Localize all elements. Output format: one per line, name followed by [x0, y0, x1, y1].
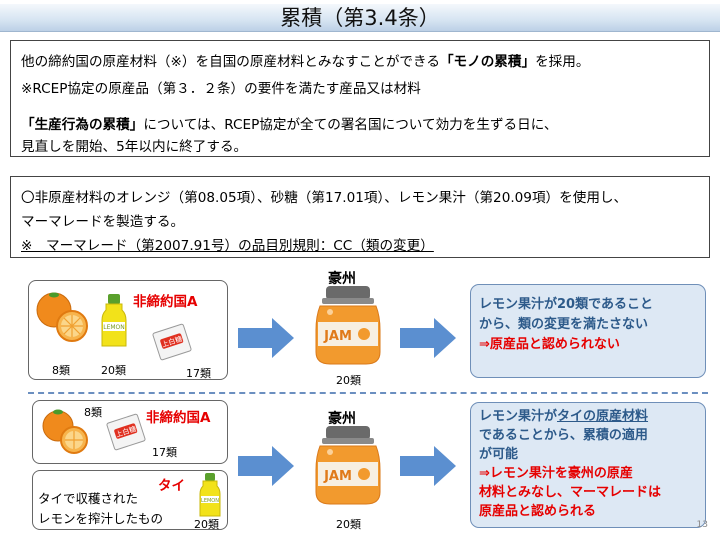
case1-arrow-right — [400, 318, 456, 358]
case2-sugar-code: 17類 — [152, 446, 177, 459]
case1-party-label: 非締約国A — [133, 294, 198, 310]
production-cumulation-term: 「生産行為の累積」 — [21, 117, 144, 133]
intro-line-2: ※RCEP協定の原産品（第３．２条）の要件を満たす産品又は材料 — [21, 81, 421, 97]
lemon-tag: LEMON — [103, 324, 125, 331]
case2-arrow-right — [400, 446, 456, 486]
sugar-icon: 上白糖 — [152, 323, 192, 361]
intro-line-1-text: 他の締約国の原産材料（※）を自国の原産材料とみなすことができる — [21, 54, 440, 70]
case1-lemon-code: 20類 — [101, 364, 126, 377]
page-number: 13 — [696, 520, 708, 530]
case1-result-line-2: から、類の変更を満たさない — [479, 317, 649, 332]
case2-thai-label: タイ — [158, 478, 185, 494]
case2-result-line-4: ⇒レモン果汁を豪州の原産 — [479, 466, 633, 481]
case2-orange-code: 8類 — [84, 406, 102, 419]
case2-result-line-1-text: レモン果汁が — [479, 409, 558, 424]
intro-line-1: 他の締約国の原産材料（※）を自国の原産材料とみなすことができる「モノの累積」を採… — [21, 50, 589, 70]
case1-orange-code: 8類 — [52, 364, 70, 377]
case2-party-label: 非締約国A — [146, 410, 211, 426]
goods-cumulation-term: 「モノの累積」 — [439, 54, 536, 70]
orange-icon — [42, 409, 88, 454]
intro-box: 他の締約国の原産材料（※）を自国の原産材料とみなすことができる「モノの累積」を採… — [10, 40, 710, 157]
intro-line-3-text: については、RCEP協定が全ての署名国について効力を生ずる日に、 — [143, 117, 558, 133]
example-box: 〇非原産材料のオレンジ（第08.05項）、砂糖（第17.01項）、レモン果汁（第… — [10, 176, 710, 258]
case1-dest-label: 豪州 — [328, 271, 356, 287]
case2-dest-label: 豪州 — [328, 411, 356, 427]
case1-result-line-3: ⇒原産品と認められない — [479, 337, 620, 352]
case-divider — [28, 392, 708, 394]
case2-result-line-5: 材料とみなし、マーマレードは — [479, 485, 662, 500]
case2-result-line-6: 原産品と認められる — [479, 504, 597, 519]
example-line-2: マーマレードを製造する。 — [21, 214, 185, 230]
lemon-juice-icon: LEMON — [101, 294, 127, 347]
orange-icon — [36, 292, 88, 342]
case2-thai-line-2: レモンを搾汁したもの — [38, 511, 164, 526]
jam-label-text: JAM — [323, 329, 352, 344]
case1-result-box: レモン果汁が20類であること から、類の変更を満たさない ⇒原産品と認められない — [470, 284, 706, 378]
case1-result-line-1: レモン果汁が20類であること — [479, 297, 653, 312]
case1-jam-code: 20類 — [336, 374, 361, 387]
intro-line-4: 見直しを開始、5年以内に終了する。 — [21, 139, 248, 155]
case1-arrow-left — [238, 318, 294, 358]
case2-thai-box — [32, 470, 228, 530]
case2-jam-code: 20類 — [336, 518, 361, 531]
case2-arrow-left — [238, 446, 294, 486]
example-line-3: ※ マーマレード（第2007.91号）の品目別規則：CC（類の変更） — [21, 238, 434, 254]
lemon-juice-icon: LEMON — [199, 473, 221, 517]
sugar-icon: 上白糖 — [106, 413, 146, 451]
case2-lemon-code: 20類 — [194, 518, 219, 531]
case1-sugar-code: 17類 — [186, 367, 211, 380]
lemon-tag: LEMON — [201, 498, 219, 504]
case2-result-box: レモン果汁がタイの原産材料 であることから、累積の適用 が可能 ⇒レモン果汁を豪… — [470, 402, 706, 528]
intro-line-1-end: を採用。 — [535, 54, 590, 70]
intro-line-3: 「生産行為の累積」については、RCEP協定が全ての署名国について効力を生ずる日に… — [21, 113, 558, 133]
jam-jar-icon: JAM — [315, 286, 381, 365]
example-line-1: 〇非原産材料のオレンジ（第08.05項）、砂糖（第17.01項）、レモン果汁（第… — [21, 190, 628, 206]
case2-result-line-1: レモン果汁がタイの原産材料 — [479, 407, 697, 426]
thai-origin-term: タイの原産材料 — [557, 409, 649, 424]
jam-label-text: JAM — [323, 469, 352, 484]
case2-result-line-3: が可能 — [479, 447, 519, 462]
case2-result-line-2: であることから、累積の適用 — [479, 428, 648, 443]
case2-thai-line-1: タイで収穫された — [38, 491, 139, 506]
jam-jar-icon: JAM — [315, 426, 381, 505]
page-title: 累積（第3.4条） — [0, 4, 720, 32]
